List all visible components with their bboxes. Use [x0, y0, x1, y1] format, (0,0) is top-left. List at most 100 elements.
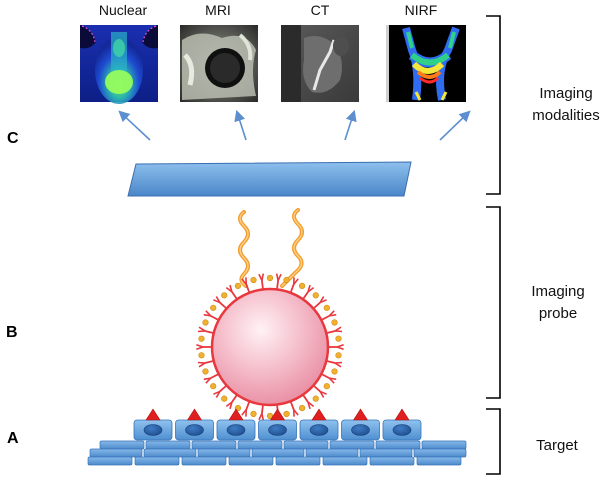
cell-nucleus [309, 424, 329, 436]
tissue-brick [89, 448, 143, 458]
probe-bead [298, 282, 306, 290]
ligand-antibody-icon [302, 395, 315, 410]
ligand-antibody-icon [290, 401, 299, 417]
probe-bead [331, 319, 338, 326]
tissue-brick [143, 448, 197, 458]
section-letter-b: B [6, 324, 18, 341]
arrow-to-nirf [439, 110, 471, 141]
probe-bead [335, 352, 342, 359]
tissue-brick [99, 440, 145, 450]
probe-bead [250, 276, 257, 284]
probe-bead [331, 368, 338, 375]
tissue-brick [416, 456, 462, 466]
section-label-imaging-probe-line2: probe [539, 305, 577, 322]
detector-plate [127, 161, 412, 197]
ligand-antibody-icon [302, 284, 315, 299]
target-cells [133, 408, 422, 441]
cell-nucleus [185, 424, 204, 436]
probe-bead [312, 395, 319, 402]
tissue-brick [197, 448, 251, 458]
tissue-brick [421, 440, 467, 450]
cell-nucleus [268, 424, 287, 436]
target-cell [341, 408, 380, 441]
ligand-antibody-icon [213, 296, 227, 309]
receptor-triangle-icon [269, 408, 286, 421]
bracket-target [486, 408, 501, 475]
ligand-antibody-icon [275, 273, 282, 289]
probe-bead [335, 335, 342, 342]
target-cell [216, 408, 256, 441]
ligand-antibody-icon [327, 360, 343, 368]
signal-wave-icon [238, 208, 304, 288]
probe-ligands [196, 273, 344, 421]
receptor-triangle-icon [186, 408, 203, 421]
target-tissue [87, 408, 467, 466]
ligand-antibody-icon [197, 326, 213, 334]
arrow-to-nuclear [118, 110, 151, 141]
receptor-triangle-icon [228, 408, 244, 421]
probe-bead [266, 274, 274, 282]
probe-bead [298, 404, 306, 412]
mri-scan-image [180, 25, 258, 102]
tissue-brick [251, 448, 305, 458]
target-cell [133, 408, 173, 441]
receptor-triangle-icon [311, 408, 327, 421]
tissue-brick [237, 440, 283, 450]
tissue-brick [87, 456, 133, 466]
tissue-brick [359, 448, 413, 458]
tissue-brick [375, 440, 421, 450]
tissue-brick [305, 448, 359, 458]
ligand-antibody-icon [327, 326, 343, 334]
modality-label-mri: MRI [205, 2, 231, 18]
probe-bead [250, 410, 257, 418]
tissue-brick [283, 440, 329, 450]
ligand-antibody-icon [258, 273, 265, 289]
receptor-triangle-icon [394, 408, 410, 421]
arrow-to-ct [344, 109, 357, 141]
probe-bead [283, 410, 290, 418]
probe-core-sphere [210, 287, 330, 407]
tissue-brick [134, 456, 180, 466]
probe-bead [323, 304, 330, 311]
target-cell [258, 408, 297, 441]
ligand-antibody-icon [241, 401, 250, 417]
probe-bead [312, 292, 319, 299]
nirf-scan-image [386, 25, 466, 102]
ligand-antibody-icon [313, 385, 327, 398]
tissue-brick [322, 456, 368, 466]
ligand-antibody-icon [258, 405, 265, 421]
ligand-antibody-icon [197, 360, 213, 368]
probe-bead [283, 276, 290, 284]
tissue-brick [228, 456, 274, 466]
section-label-target: Target [536, 437, 579, 454]
probe-bead [198, 335, 205, 342]
receptor-triangle-icon [352, 408, 369, 421]
target-cell [299, 408, 339, 441]
section-label-imaging-probe-line1: Imaging [531, 283, 584, 300]
tissue-brick [145, 440, 191, 450]
ligand-antibody-icon [196, 344, 211, 350]
bracket-imaging-modalities [486, 15, 501, 195]
tissue-layers [87, 440, 467, 466]
cell-nucleus [392, 424, 412, 436]
tissue-brick [181, 456, 227, 466]
cell-nucleus [143, 424, 163, 436]
section-letter-a: A [7, 430, 19, 447]
ligand-antibody-icon [203, 373, 219, 384]
ligand-antibody-icon [321, 310, 337, 321]
modality-label-nuclear: Nuclear [99, 2, 148, 18]
section-letter-c: C [7, 130, 19, 147]
target-cell [175, 408, 214, 441]
ligand-antibody-icon [213, 385, 227, 398]
tissue-brick [413, 448, 467, 458]
tissue-brick [191, 440, 237, 450]
probe-bead [234, 282, 242, 290]
probe-bead [202, 319, 209, 326]
target-cell [382, 408, 422, 441]
tissue-brick [329, 440, 375, 450]
signal-arrows [118, 109, 471, 141]
cell-nucleus [351, 424, 370, 436]
ligand-antibody-icon [290, 277, 299, 293]
ligand-antibody-icon [313, 296, 327, 309]
